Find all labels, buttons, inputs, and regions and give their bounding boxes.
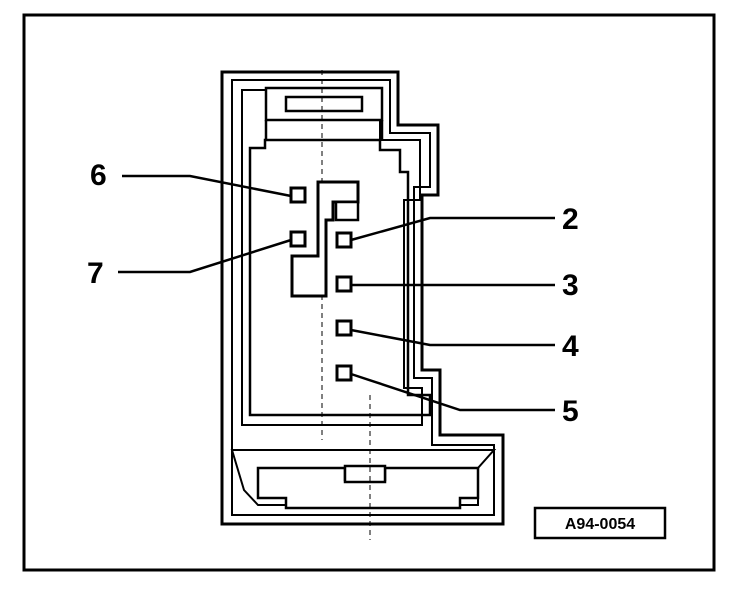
pin-label-5: 5 xyxy=(562,395,579,428)
housing-recess-outline xyxy=(241,89,423,426)
leader-lines xyxy=(118,174,555,412)
pin-7-contact xyxy=(289,230,307,248)
pin-2-contact xyxy=(335,231,353,249)
pin-label-7: 7 xyxy=(87,257,104,290)
pin-label-3: 3 xyxy=(562,269,579,302)
top-latch xyxy=(264,86,384,140)
bottom-latch-frame xyxy=(230,449,497,506)
bottom-latch xyxy=(230,449,497,510)
pin-label-4: 4 xyxy=(562,330,579,363)
pin-3-contact xyxy=(335,275,353,293)
reference-code-box xyxy=(533,506,667,540)
leader-line-6 xyxy=(122,174,292,198)
leader-line-7 xyxy=(118,238,292,274)
pin-contacts xyxy=(289,186,353,382)
pin-5-contact xyxy=(335,364,353,382)
pin-4-contact xyxy=(335,319,353,337)
pin-label-2: 2 xyxy=(562,203,579,236)
coding-key xyxy=(290,180,360,298)
leader-line-5 xyxy=(350,372,555,412)
housing-inner-outline xyxy=(231,79,495,516)
reference-code: A94-0054 xyxy=(565,516,635,533)
top-latch-body xyxy=(264,86,384,122)
leader-line-2 xyxy=(350,216,555,242)
pin-labels: 6 7 2 3 4 5 xyxy=(87,159,579,428)
coding-key-notch xyxy=(334,200,360,222)
pin-6-contact xyxy=(289,186,307,204)
bottom-latch-tab xyxy=(343,464,387,484)
connector-housing xyxy=(220,70,505,526)
top-latch-slot xyxy=(284,95,364,113)
pin-label-6: 6 xyxy=(90,159,107,192)
leader-line-4 xyxy=(350,328,555,347)
